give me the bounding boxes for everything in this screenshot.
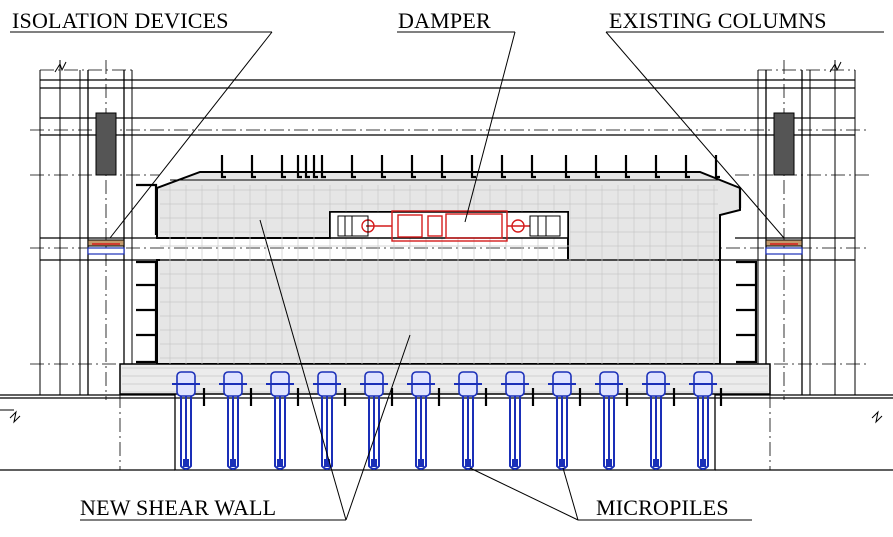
rebar-hook [594,155,600,179]
micropile [313,371,347,470]
label-existing-columns: EXISTING COLUMNS [609,8,827,33]
rebar-hook [530,155,536,179]
micropile [501,371,535,470]
rebar-hook [380,155,386,179]
micropile [689,371,723,470]
label-damper: DAMPER [398,8,491,33]
rebar-hook [304,155,310,179]
existing-column-left [39,60,133,400]
side-stirrups [136,183,758,364]
wall-grid-hatch [122,185,768,393]
rebar-hook [320,155,326,179]
rebar-hook [500,155,506,179]
micropile [642,371,676,470]
rebar-hook [296,155,302,179]
micropile [219,371,253,470]
rebar-hook [684,155,690,179]
top-rebars [170,155,720,181]
micropiles-group [172,371,723,470]
micropile [172,371,206,470]
shear-wall-lower [119,259,771,395]
rebar-hook [654,155,660,179]
rebar-hook [470,155,476,179]
micropile [266,371,300,470]
rebar-hook [350,155,356,179]
micropile [454,371,488,470]
rebar-hook [410,155,416,179]
rebar-hook [250,155,256,179]
isolation-device-left [87,239,125,255]
rebar-hook [624,155,630,179]
rebar-hook [714,155,720,179]
label-micropiles: MICROPILES [596,495,729,520]
rebar-hook [564,155,570,179]
micropile [407,371,441,470]
existing-column-right [757,60,856,400]
micropile [360,371,394,470]
rebar-hook [280,155,286,179]
rebar-hook [312,155,318,179]
damper-assembly [329,210,569,242]
label-new-shear-wall: NEW SHEAR WALL [80,495,276,520]
micropile [595,371,629,470]
micropile [548,371,582,470]
rebar-hook [440,155,446,179]
label-isolation-devices: ISOLATION DEVICES [12,8,229,33]
leader-lines [10,31,884,521]
isolation-device-right [765,239,803,255]
foundation [0,394,893,471]
rebar-hook [220,155,226,179]
